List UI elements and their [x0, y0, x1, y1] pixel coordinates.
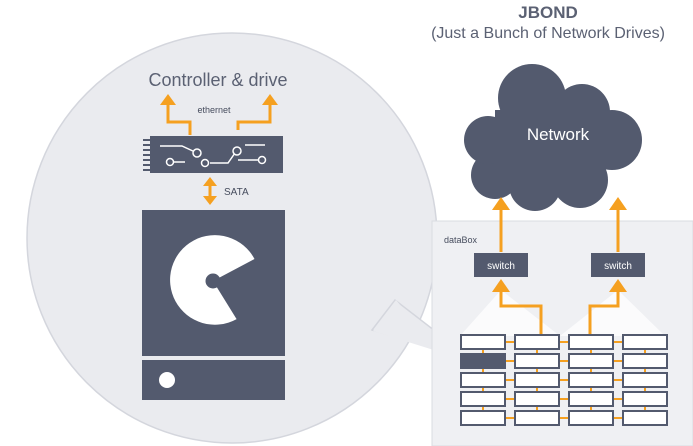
subtitle: (Just a Bunch of Network Drives) [431, 25, 665, 42]
circuit-board-icon [143, 136, 283, 173]
controller-drive-heading: Controller & drive [148, 70, 287, 90]
ethernet-label: ethernet [197, 105, 231, 115]
switch-network-arrows [492, 197, 627, 252]
arrow-head-icon [609, 279, 627, 292]
sata-label: SATA [224, 187, 249, 198]
fan-in-beams [460, 290, 665, 336]
ethernet-arrows [166, 103, 272, 135]
drive-grid-icon [460, 334, 668, 426]
switch-left [474, 253, 528, 277]
cloud-icon [464, 64, 642, 211]
databox-label: dataBox [444, 235, 478, 245]
hard-drive-icon [142, 210, 285, 400]
network-label: Network [527, 125, 590, 144]
title: JBOND [518, 3, 578, 22]
arrow-head-icon [160, 94, 176, 105]
arrow-head-icon [492, 279, 510, 292]
switch-right [591, 253, 645, 277]
drive-switch-arrows [499, 290, 620, 336]
switch-left-label: switch [487, 261, 515, 272]
sata-arrow [203, 177, 217, 205]
switch-right-label: switch [604, 261, 632, 272]
arrow-head-icon [262, 94, 278, 105]
